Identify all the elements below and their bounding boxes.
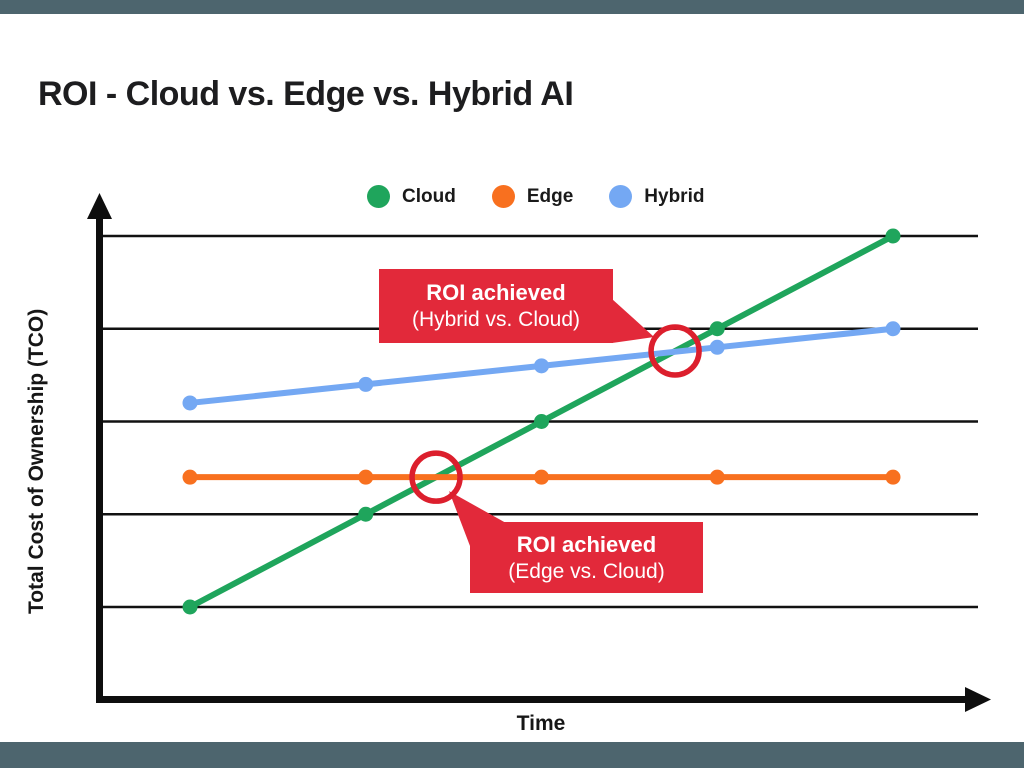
hybrid-data-point xyxy=(182,395,198,411)
legend: Cloud Edge Hybrid xyxy=(367,185,704,208)
cloud-data-point xyxy=(358,506,374,522)
hybrid-legend-dot-icon xyxy=(609,185,633,208)
edge-data-point xyxy=(885,469,901,485)
roi-marker-circle-1 xyxy=(648,324,702,378)
cloud-legend-dot-icon xyxy=(367,185,390,208)
legend-label: Edge xyxy=(526,185,574,207)
legend-item-hybrid: Hybrid xyxy=(609,185,704,208)
y-axis-arrowhead-icon xyxy=(87,193,112,219)
y-axis-mask-bar xyxy=(57,220,88,716)
callout-2-tail xyxy=(449,491,506,546)
cloud-data-point xyxy=(709,321,725,337)
callout-edge-vs-cloud: ROI achieved (Edge vs. Cloud) xyxy=(470,522,703,593)
hybrid-data-point xyxy=(885,321,901,337)
callout-hybrid-vs-cloud: ROI achieved (Hybrid vs. Cloud) xyxy=(379,269,613,343)
cloud-data-point xyxy=(534,414,549,429)
legend-item-cloud: Cloud xyxy=(367,185,456,208)
roi-marker-circle-2 xyxy=(409,450,463,504)
legend-label: Hybrid xyxy=(644,185,705,207)
edge-legend-dot-icon xyxy=(491,185,515,208)
edge-data-point xyxy=(358,469,374,485)
callout-title: ROI achieved xyxy=(516,531,657,557)
legend-item-edge: Edge xyxy=(491,185,574,208)
cloud-data-point xyxy=(182,599,198,615)
edge-data-point xyxy=(182,469,198,485)
x-axis-label: Time xyxy=(516,712,566,735)
edge-data-point xyxy=(709,469,725,485)
cloud-data-point xyxy=(885,228,901,244)
chart-title: ROI - Cloud vs. Edge vs. Hybrid AI xyxy=(38,75,574,113)
hybrid-data-point xyxy=(534,358,549,374)
callout-title: ROI achieved xyxy=(426,280,566,305)
hybrid-data-point xyxy=(358,376,374,392)
hybrid-data-point xyxy=(709,339,725,355)
legend-label: Cloud xyxy=(402,185,456,207)
x-axis-arrowhead-icon xyxy=(965,687,991,712)
bottom-border-strip xyxy=(0,742,1024,768)
edge-data-point xyxy=(534,469,549,485)
callout-1-tail xyxy=(612,299,655,343)
y-axis-label: Total Cost of Ownership (TCO) xyxy=(25,308,48,614)
top-border-strip xyxy=(0,0,1024,14)
callout-subtitle: (Edge vs. Cloud) xyxy=(508,559,665,583)
callout-subtitle: (Hybrid vs. Cloud) xyxy=(411,308,581,331)
